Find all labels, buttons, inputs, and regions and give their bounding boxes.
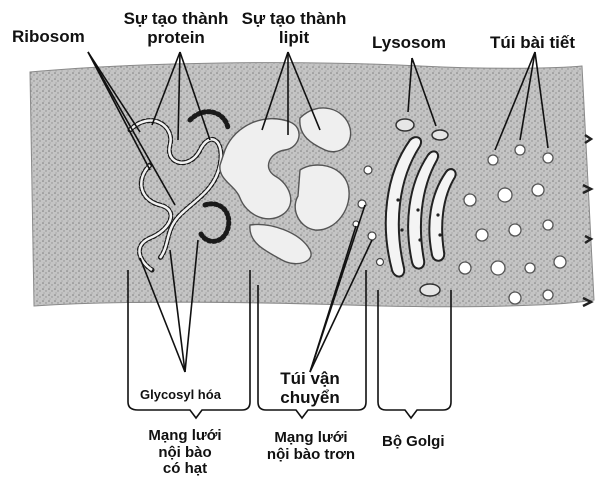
label-smooth-er: Mạng lưới nội bào trơn <box>246 430 376 463</box>
label-rough-er-line2: nội bào <box>120 445 250 462</box>
label-lysosom: Lysosom <box>372 34 446 53</box>
label-transport-vesicle: Túi vận chuyển <box>262 370 358 407</box>
label-smooth-er-line1: Mạng lưới <box>246 430 376 447</box>
label-transport-line2: chuyển <box>262 389 358 408</box>
label-rough-er-line3: có hạt <box>120 461 250 478</box>
label-glycosylation: Glycosyl hóa <box>140 388 221 402</box>
label-rough-er-line1: Mạng lưới <box>120 428 250 445</box>
label-lipid-line2: lipit <box>224 29 364 48</box>
label-secretory-vesicle: Túi bài tiết <box>490 34 575 53</box>
label-ribosom: Ribosom <box>12 28 85 47</box>
label-smooth-er-line2: nội bào trơn <box>246 447 376 464</box>
label-golgi: Bộ Golgi <box>382 434 445 451</box>
label-rough-er: Mạng lưới nội bào có hạt <box>120 428 250 478</box>
label-lipid-line1: Sự tạo thành <box>224 10 364 29</box>
label-lipid-synthesis: Sự tạo thành lipit <box>224 10 364 47</box>
label-transport-line1: Túi vận <box>262 370 358 389</box>
